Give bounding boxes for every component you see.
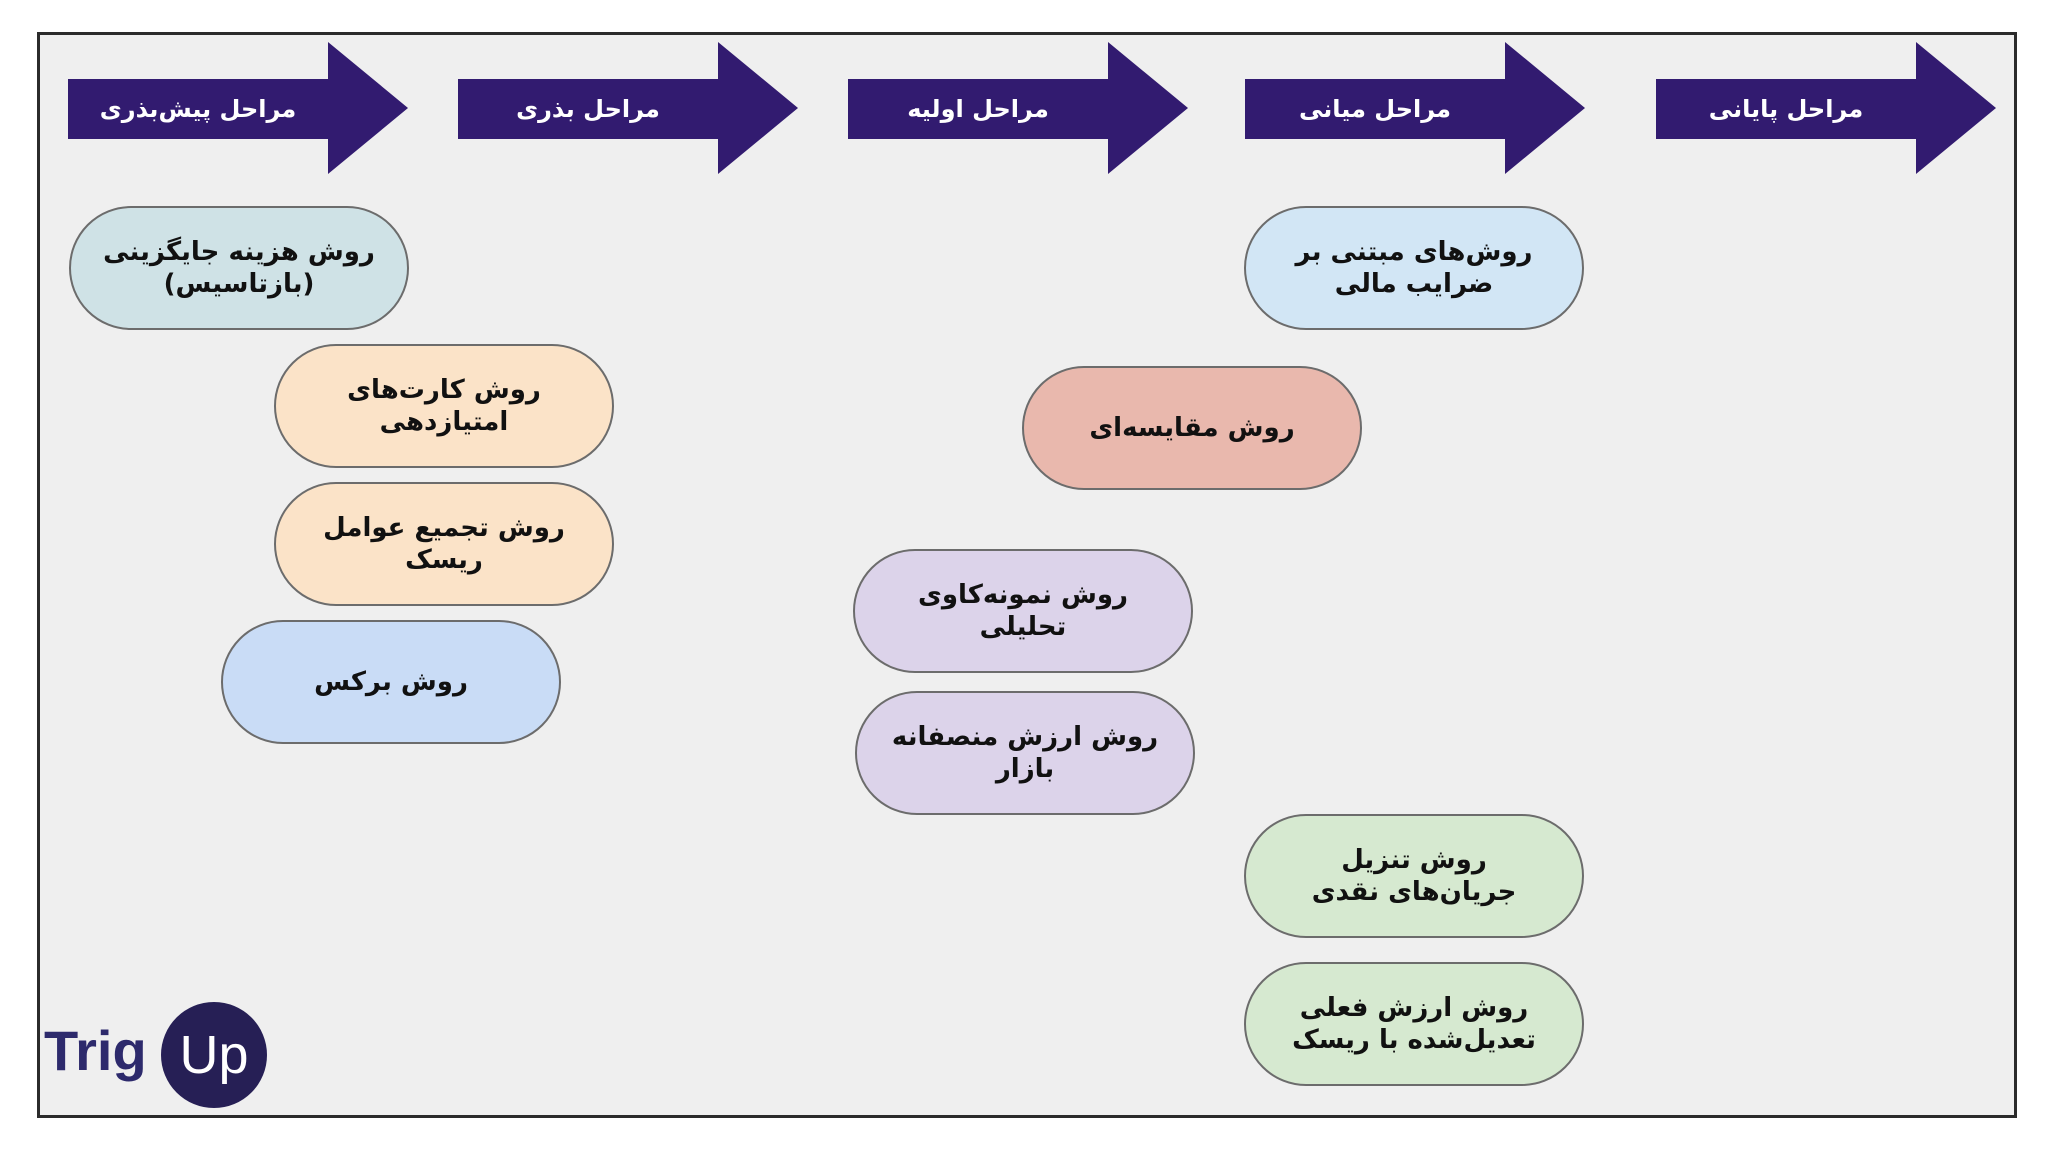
method-berkus: روش برکس (221, 620, 561, 744)
method-risk-adjusted-npv: روش ارزش فعلی تعدیل‌شده با ریسک (1244, 962, 1584, 1086)
stage-label: مراحل میانی (1298, 95, 1452, 123)
method-label: روش برکس (314, 667, 468, 697)
method-label: روش ارزش منصفانه بازار (891, 722, 1159, 784)
method-analytical-sampling: روش نمونه‌کاوی تحلیلی (853, 549, 1193, 673)
logo-circle: Up (161, 1002, 267, 1108)
method-label: روش کارت‌های امتیازدهی (347, 375, 541, 437)
logo-text-up: Up (179, 1025, 249, 1085)
method-fair-market-value: روش ارزش منصفانه بازار (855, 691, 1195, 815)
stage-label: مراحل بذری (516, 95, 660, 123)
stage-label: مراحل پیش‌بذری (99, 95, 297, 123)
method-label: روش نمونه‌کاوی تحلیلی (918, 580, 1128, 642)
method-comparative: روش مقایسه‌ای (1022, 366, 1362, 490)
logo-text-trig: Trig (44, 1019, 147, 1082)
trigup-logo: Trig Up (44, 998, 284, 1108)
stage-label: مراحل پایانی (1708, 95, 1864, 123)
method-label: روش تنزیل جریان‌های نقدی (1311, 845, 1517, 907)
method-label: روش هزینه جایگزینی (بازتاسیس) (103, 237, 375, 299)
method-label: روش مقایسه‌ای (1089, 413, 1295, 443)
method-label: روش ارزش فعلی تعدیل‌شده با ریسک (1292, 993, 1536, 1055)
method-label: روش تجمیع عوامل ریسک (323, 513, 565, 575)
method-label: روش‌های مبتنی بر ضرایب مالی (1295, 237, 1533, 299)
method-financial-multiples: روش‌های مبتنی بر ضرایب مالی (1244, 206, 1584, 330)
stage-label: مراحل اولیه (907, 95, 1049, 123)
method-replacement-cost: روش هزینه جایگزینی (بازتاسیس) (69, 206, 409, 330)
method-risk-factor-summation: روش تجمیع عوامل ریسک (274, 482, 614, 606)
method-scorecard: روش کارت‌های امتیازدهی (274, 344, 614, 468)
method-discounted-cash-flow: روش تنزیل جریان‌های نقدی (1244, 814, 1584, 938)
